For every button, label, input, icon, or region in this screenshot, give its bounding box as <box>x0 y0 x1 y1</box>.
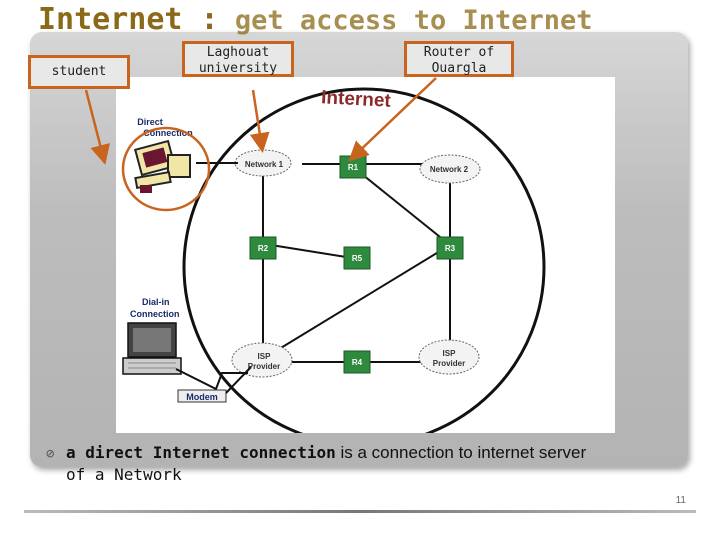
laptop-icon <box>122 322 182 375</box>
bottom-rule <box>24 510 696 513</box>
page-number: 11 <box>675 495 686 506</box>
title-part-2: get access to Internet <box>218 5 593 36</box>
desktop-computer-icon <box>133 139 191 193</box>
title-part-1: Internet : <box>38 2 219 37</box>
router-r5-label: R5 <box>352 254 363 263</box>
internet-banner: Internet <box>321 87 392 112</box>
cloud-isp-left-label-1: ISP <box>258 352 272 361</box>
bullet-icon: ⊘ <box>46 446 55 462</box>
router-r3 <box>436 236 464 260</box>
router-r4 <box>343 350 371 374</box>
bullet-line-2: of a Network <box>66 465 182 484</box>
network-links <box>262 163 451 363</box>
bullet-rest-text: is a connection to internet server <box>335 443 587 462</box>
link-dialin-modem <box>175 368 248 391</box>
cloud-isp-right-label-1: ISP <box>443 349 457 358</box>
student-highlight-circle <box>121 126 211 212</box>
dialin-label-2: Connection <box>130 309 180 319</box>
cloud-network2 <box>419 154 481 184</box>
bullet-bold-text: a direct Internet connection <box>66 443 336 462</box>
modem-box <box>177 389 227 403</box>
cloud-isp-left <box>231 342 293 378</box>
router-r2 <box>249 236 277 260</box>
cloud-network1-label: Network 1 <box>245 160 284 169</box>
link-modem-isp <box>225 366 252 394</box>
cloud-isp-right-label-2: Provider <box>433 359 465 368</box>
link-r1-r3 <box>362 174 451 246</box>
cloud-isp-left-label-2: Provider <box>248 362 280 371</box>
dialin-label-1: Dial-in <box>142 297 170 307</box>
router-r5 <box>343 246 371 270</box>
bullet-text: ⊘ a direct Internet connection is a conn… <box>46 442 688 486</box>
router-r2-label: R2 <box>258 244 269 253</box>
network-diagram: Internet Network 1 Network 2 ISP Provide… <box>116 77 615 447</box>
callout-laghouat-university: Laghouat university <box>182 41 294 77</box>
router-r3-label: R3 <box>445 244 456 253</box>
cloud-isp-right <box>418 339 480 375</box>
callout-student: student <box>28 55 130 89</box>
clouds <box>231 149 481 378</box>
modem-label: Modem <box>186 392 218 402</box>
router-r4-label: R4 <box>352 358 363 367</box>
link-r2-r5 <box>270 244 347 258</box>
link-r3-isp-left <box>265 244 451 358</box>
slide-title: Internet : get access to Internet <box>38 2 593 39</box>
cloud-network2-label: Network 2 <box>430 165 469 174</box>
network-diagram-svg: Internet Network 1 Network 2 ISP Provide… <box>121 87 546 447</box>
routers <box>249 155 464 374</box>
direct-connection-label-1: Direct <box>137 117 163 127</box>
direct-connection-label-2: Connection <box>143 128 193 138</box>
router-r1-label: R1 <box>348 163 359 172</box>
callout-router-of-ouargla: Router of Ouargla <box>404 41 514 77</box>
